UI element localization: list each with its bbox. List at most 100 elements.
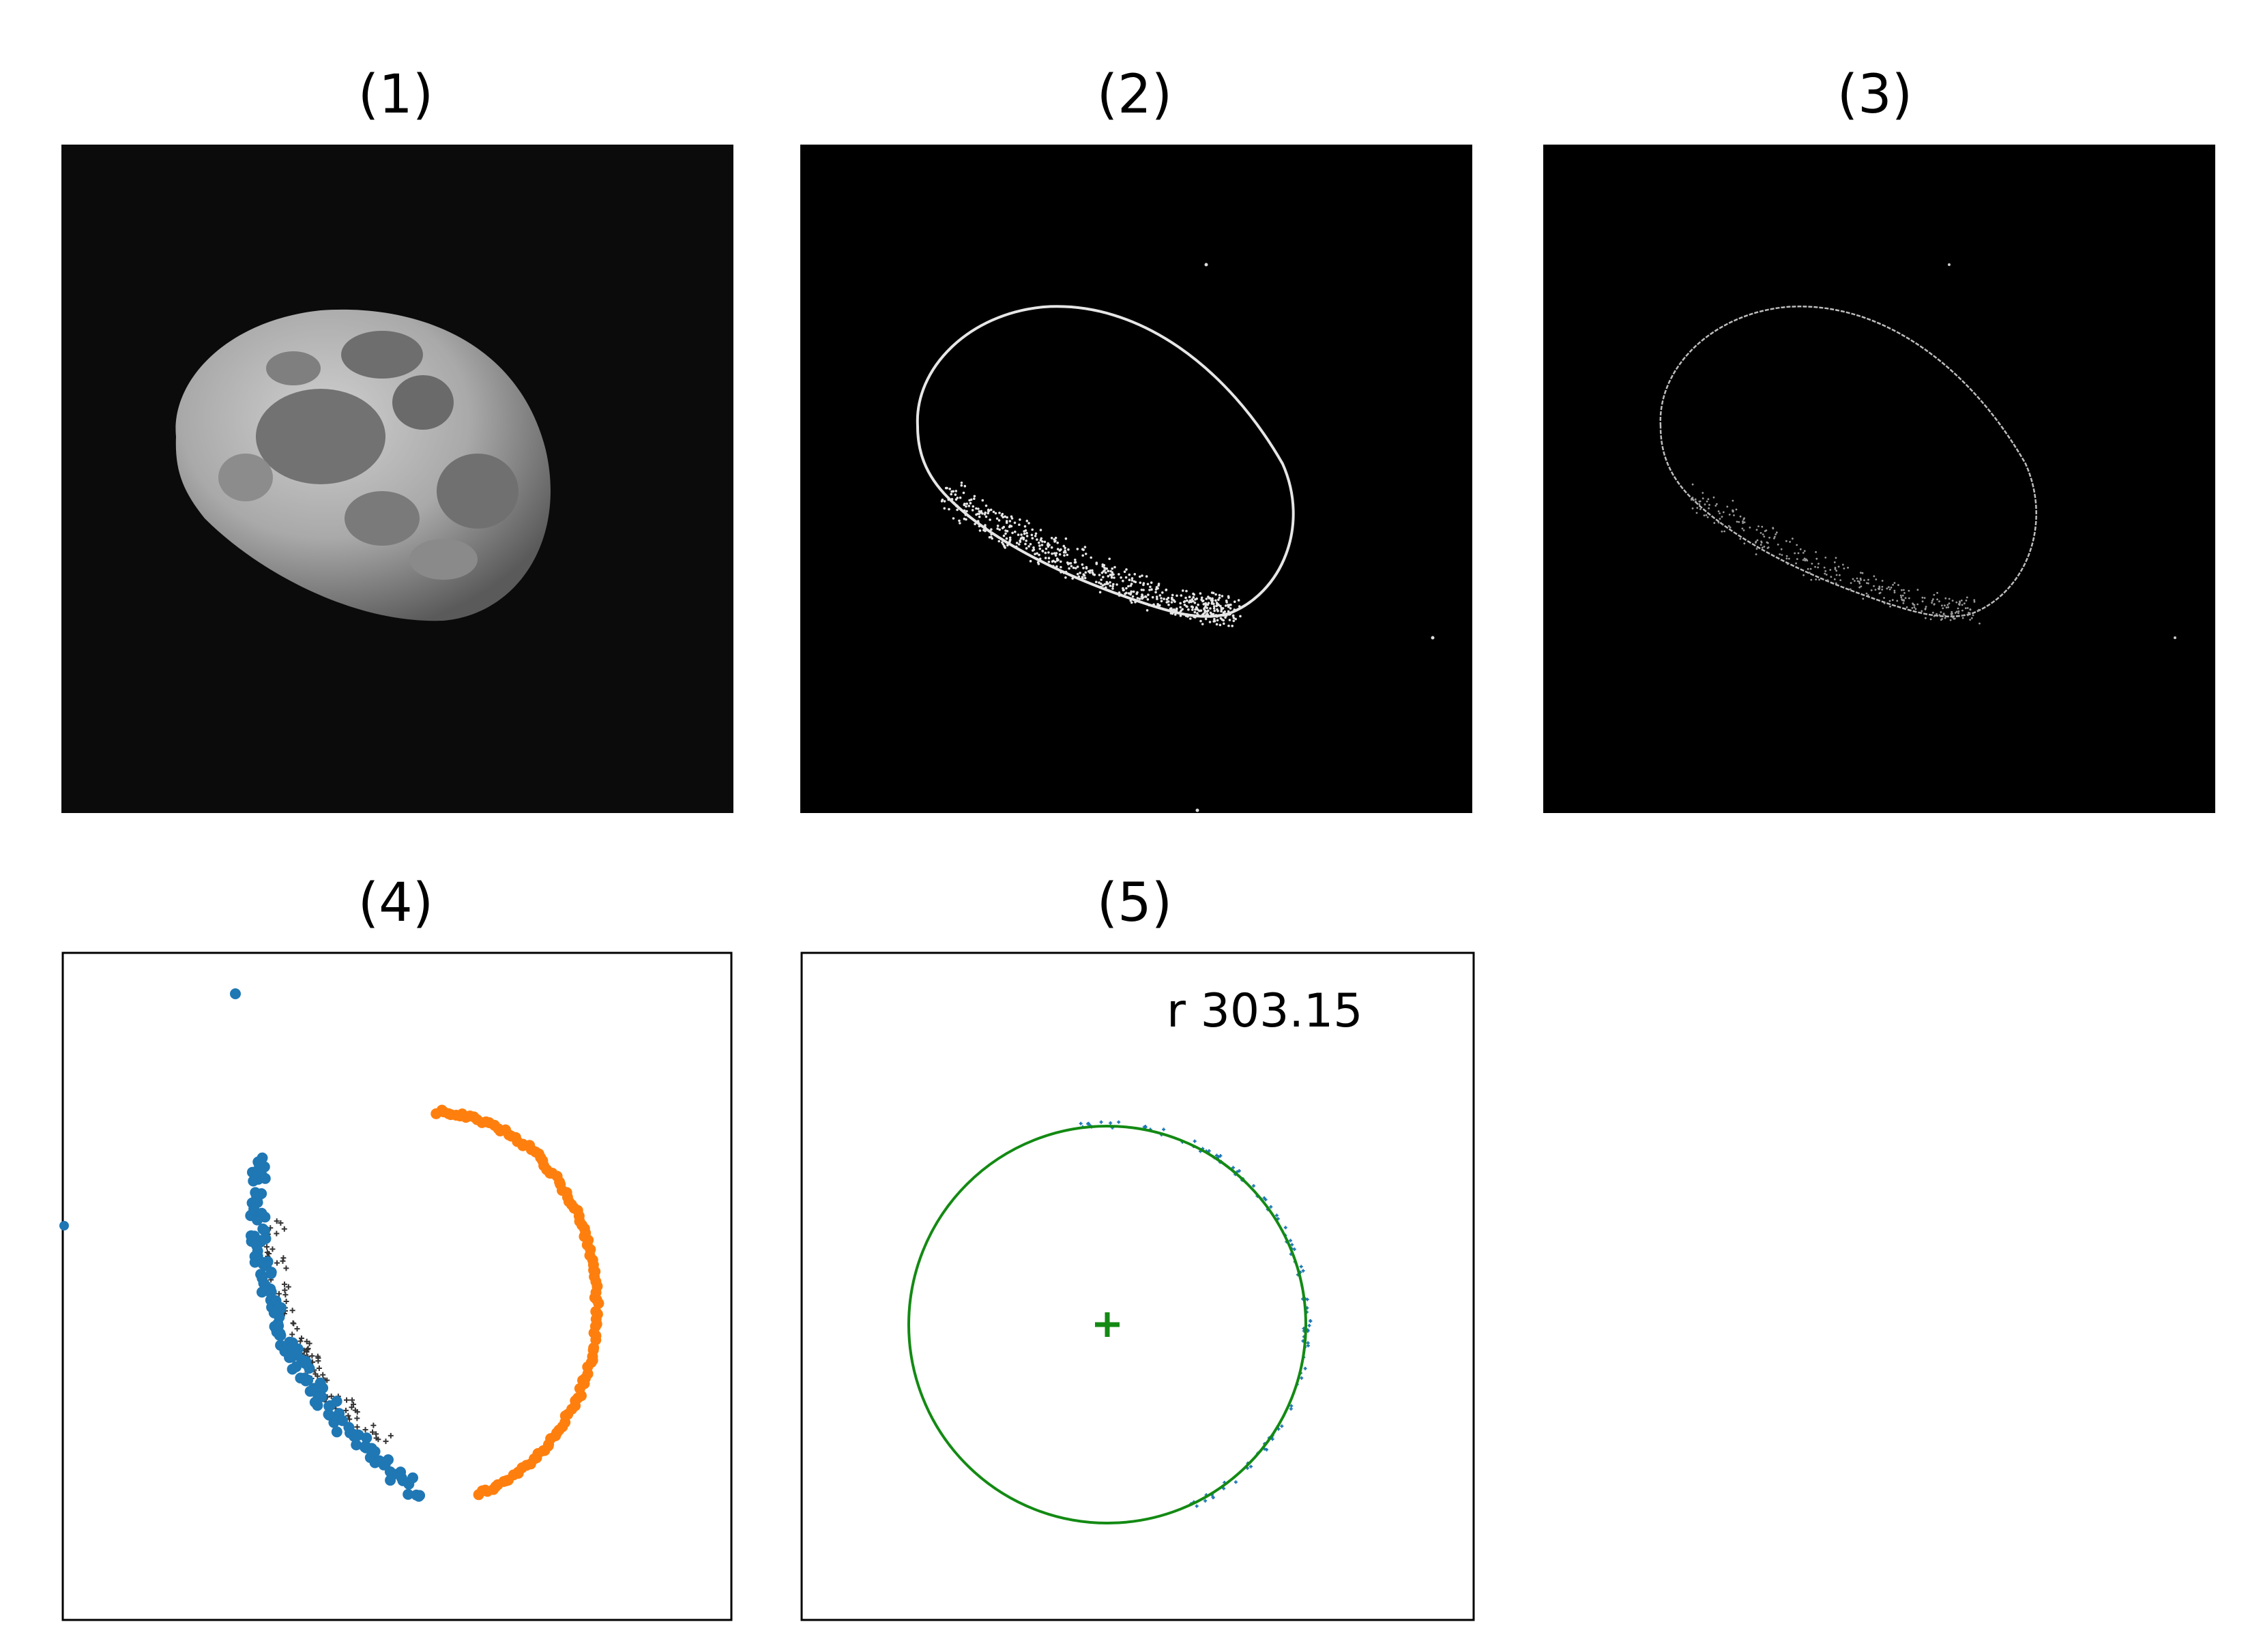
panel-2-edge-pixel: [1127, 592, 1130, 595]
panel-5-edge-point: [1306, 1344, 1310, 1348]
panel-3-edge-pixel: [1916, 603, 1919, 606]
panel-2-edge-pixel: [1111, 585, 1114, 588]
panel-3-edge-pixel: [1860, 572, 1862, 574]
panel-2-edge-pixel: [1138, 598, 1141, 600]
panel-2-edge-pixel: [1213, 619, 1216, 623]
panel-3-edge-pixel: [1941, 618, 1944, 620]
panel-2-edge-pixel: [1105, 567, 1108, 570]
panel-2-edge-pixel: [1113, 576, 1115, 579]
panel-2-edge-pixel: [1023, 525, 1027, 528]
panel-3-edge-pixel: [1760, 544, 1762, 546]
panel-2-edge-pixel: [1189, 617, 1192, 620]
panel-2-edge-pixel: [1002, 534, 1006, 537]
panel-2-edge-pixel: [1054, 554, 1057, 557]
panel-3-edge-pixel: [1729, 526, 1732, 529]
panel-2-edge-pixel: [1219, 617, 1223, 620]
panel-2-edge-pixel: [1113, 565, 1116, 569]
panel-2-edge-pixel: [984, 524, 987, 527]
panel-2-edge-pixel: [1027, 545, 1030, 548]
panel-2-edge-pixel: [1148, 589, 1151, 591]
panel-2-edge-pixel: [1211, 599, 1214, 602]
panel-2-edge-pixel: [1227, 596, 1230, 599]
panel-2-edge-pixel: [1222, 614, 1225, 617]
panel-2-edge-pixel: [1068, 562, 1070, 565]
panel-3-edge-pixel: [1760, 542, 1763, 544]
panel-4-black-point: [373, 1431, 379, 1437]
panel-2-edge-pixel: [1036, 552, 1038, 555]
panel-3-edge-pixel: [1888, 586, 1890, 589]
panel-2-edge-pixel: [1120, 593, 1122, 597]
panel-3-edge-pixel: [1802, 552, 1805, 554]
panel-2-edge-pixel: [1031, 537, 1034, 540]
panel-2-edge-pixel: [947, 498, 950, 501]
panel-3-edge-pixel: [1781, 554, 1783, 556]
panel-3-edge-pixel: [1785, 557, 1788, 560]
panel-2-edge-pixel: [1203, 607, 1206, 610]
panel-2-edge-pixel: [1044, 557, 1047, 559]
panel-3-title: (3): [1837, 64, 1913, 126]
panel-4-axes: [61, 952, 733, 1621]
panel-4-black-point: [349, 1397, 355, 1403]
panel-2-edge-pixel: [1188, 601, 1191, 604]
panel-3-edge-pixel: [1878, 585, 1881, 588]
panel-4-black-point: [354, 1424, 360, 1430]
panel-3-edge-pixel: [1881, 580, 1884, 582]
panel-4-black-point: [345, 1413, 351, 1419]
panel-4-black-point: [351, 1401, 357, 1407]
panel-3-edge-pixel: [1969, 619, 1972, 621]
panel-2-edge-pixel: [1112, 582, 1115, 586]
panel-2-edge-pixel: [1161, 591, 1164, 594]
panel-2-edge-pixel: [1082, 573, 1085, 576]
panel-4-rejected-point: [248, 1175, 259, 1187]
panel-4-rejected-point: [274, 1328, 286, 1339]
panel-2-edge-pixel: [990, 528, 993, 531]
panel-3-edge-pixel: [1966, 607, 1969, 609]
panel-2-edge-pixel: [1055, 552, 1058, 555]
panel-2-edge-pixel: [1165, 598, 1169, 601]
panel-4-black-point: [316, 1366, 322, 1372]
panel-2-edge-pixel: [989, 518, 991, 521]
panel-4-rejected-point: [351, 1439, 362, 1451]
panel-2-edge-pixel: [1125, 568, 1128, 571]
panel-4-black-point: [370, 1429, 376, 1435]
panel-3-edge-pixel: [1881, 589, 1884, 591]
panel-2-edge-pixel: [1218, 623, 1222, 627]
panel-2-edge-pixel: [1040, 537, 1043, 540]
panel-3-edge-pixel: [1817, 563, 1820, 565]
panel-3-edge-pixel: [1786, 563, 1789, 565]
panel-2-edge-pixel: [1031, 528, 1034, 531]
panel-4-black-point: [362, 1427, 368, 1433]
panel-2-edge-pixel: [1206, 606, 1208, 609]
panel-2-edge-pixel: [1082, 567, 1085, 570]
panel-5-edge-point: [1303, 1366, 1307, 1370]
panel-2-edge-pixel: [1018, 543, 1021, 546]
panel-2-edge-pixel: [1123, 595, 1126, 598]
panel-4-black-point: [370, 1422, 377, 1428]
panel-5-edge-point: [1307, 1323, 1311, 1327]
panel-2-edge-pixel: [1216, 615, 1218, 618]
panel-2-edge-pixel: [1182, 589, 1184, 592]
panel-3-edge-pixel: [1797, 552, 1800, 555]
panel-4-rejected-point: [259, 1172, 271, 1184]
panel-2-edge-pixel: [1130, 577, 1134, 580]
panel-3-edge-pixel: [1706, 500, 1708, 503]
panel-2-edge-pixel: [1056, 542, 1059, 544]
panel-2-edge-pixel: [1034, 535, 1037, 537]
panel-3-edge-pixel: [1756, 539, 1759, 542]
panel-5-edge-point: [1289, 1404, 1294, 1408]
panel-2-edge-pixel: [1067, 548, 1070, 551]
panel-2-edge-pixel: [989, 530, 991, 533]
panel-3-edge-pixel: [1842, 563, 1844, 566]
panel-3-edge-pixel: [1742, 518, 1745, 520]
moon-maria: [218, 331, 519, 580]
panel-3-edge-pixel: [1698, 503, 1701, 505]
panel-3-edge-pixel: [1775, 533, 1777, 535]
panel-2-edge-pixel: [956, 504, 959, 507]
panel-5-edge-point: [1299, 1265, 1303, 1269]
panel-2-edge-pixel: [963, 503, 966, 506]
panel-4-rejected-point: [304, 1363, 315, 1374]
panel-3-edge-pixel: [1707, 498, 1710, 501]
panel-2-edge-pixel: [990, 533, 993, 536]
panel-2-edge-pixel: [965, 502, 968, 505]
panel-2-edge-pixel: [1141, 594, 1144, 598]
